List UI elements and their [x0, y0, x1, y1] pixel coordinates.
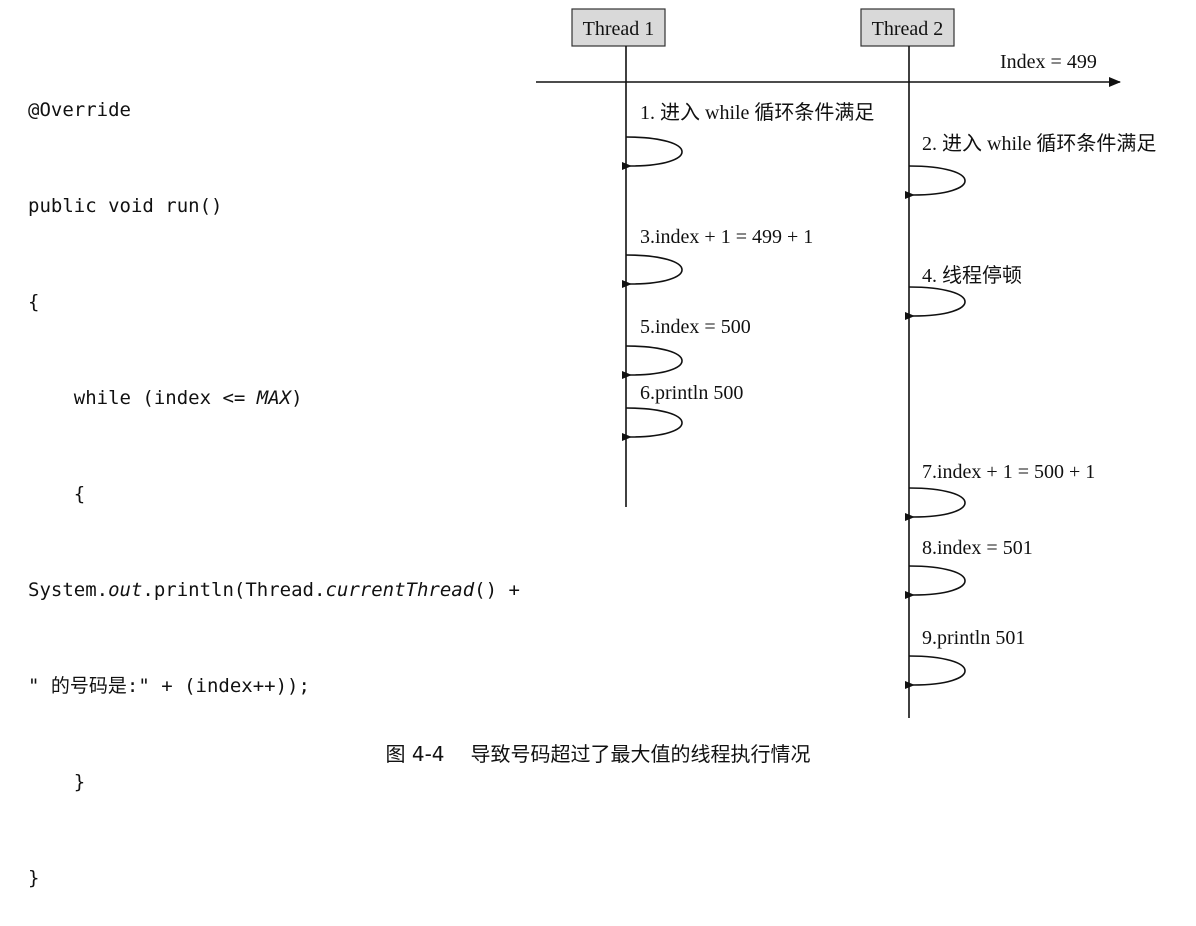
code-line-2: public void run()	[28, 195, 223, 217]
step-6-label: 6.println 500	[640, 382, 743, 404]
thread-2-box	[860, 8, 955, 47]
step-1-loop-arrow	[621, 136, 683, 171]
code-current-thread: currentThread	[325, 579, 475, 601]
code-out: out	[108, 579, 143, 601]
code-system: System.	[28, 579, 109, 601]
code-line-6: System.out.println(Thread.currentThread(…	[28, 574, 520, 606]
sequence-diagram: Index = 499 Thread 1 Thread 2 1. 进入 whil…	[536, 8, 1156, 718]
code-while: while (index <=	[28, 387, 257, 409]
step-1-label: 1. 进入 while 循环条件满足	[640, 101, 874, 124]
code-listing: @Override public void run() { while (ind…	[28, 30, 520, 926]
code-plus: () +	[474, 579, 520, 601]
code-line-1: @Override	[28, 99, 131, 121]
step-5-loop-arrow	[621, 345, 683, 380]
step-7-label: 7.index + 1 = 500 + 1	[922, 461, 1095, 483]
thread-1-label: Thread 1	[583, 18, 655, 40]
step-4-label: 4. 线程停顿	[922, 264, 1022, 287]
figure-number: 图 4-4	[385, 742, 445, 766]
code-line-5: {	[28, 483, 86, 505]
step-3-loop-arrow	[621, 254, 683, 289]
code-line-4: while (index <= MAX)	[28, 382, 520, 414]
step-7-loop-arrow	[904, 487, 966, 522]
step-8-loop-arrow	[904, 565, 966, 600]
step-2-label: 2. 进入 while 循环条件满足	[922, 132, 1156, 155]
code-line-3: {	[28, 291, 40, 313]
thread-1-box	[571, 8, 666, 47]
step-3-label: 3.index + 1 = 499 + 1	[640, 226, 813, 248]
step-2-loop-arrow	[904, 165, 966, 200]
figure-title: 导致号码超过了最大值的线程执行情况	[470, 742, 811, 766]
index-label: Index = 499	[1000, 51, 1097, 73]
code-println: .println(Thread.	[142, 579, 326, 601]
code-max: MAX	[256, 387, 292, 409]
code-line-7: " 的号码是:" + (index++));	[28, 675, 310, 697]
code-line-9: }	[28, 867, 40, 889]
thread-2-label: Thread 2	[872, 18, 944, 40]
step-8-label: 8.index = 501	[922, 537, 1033, 559]
figure-caption: 图 4-4 导致号码超过了最大值的线程执行情况	[0, 738, 1196, 767]
step-4-loop-arrow	[904, 286, 966, 321]
step-9-label: 9.println 501	[922, 627, 1025, 649]
step-6-loop-arrow	[621, 407, 683, 442]
code-while-end: )	[291, 387, 303, 409]
step-9-loop-arrow	[904, 655, 966, 690]
step-5-label: 5.index = 500	[640, 316, 751, 338]
